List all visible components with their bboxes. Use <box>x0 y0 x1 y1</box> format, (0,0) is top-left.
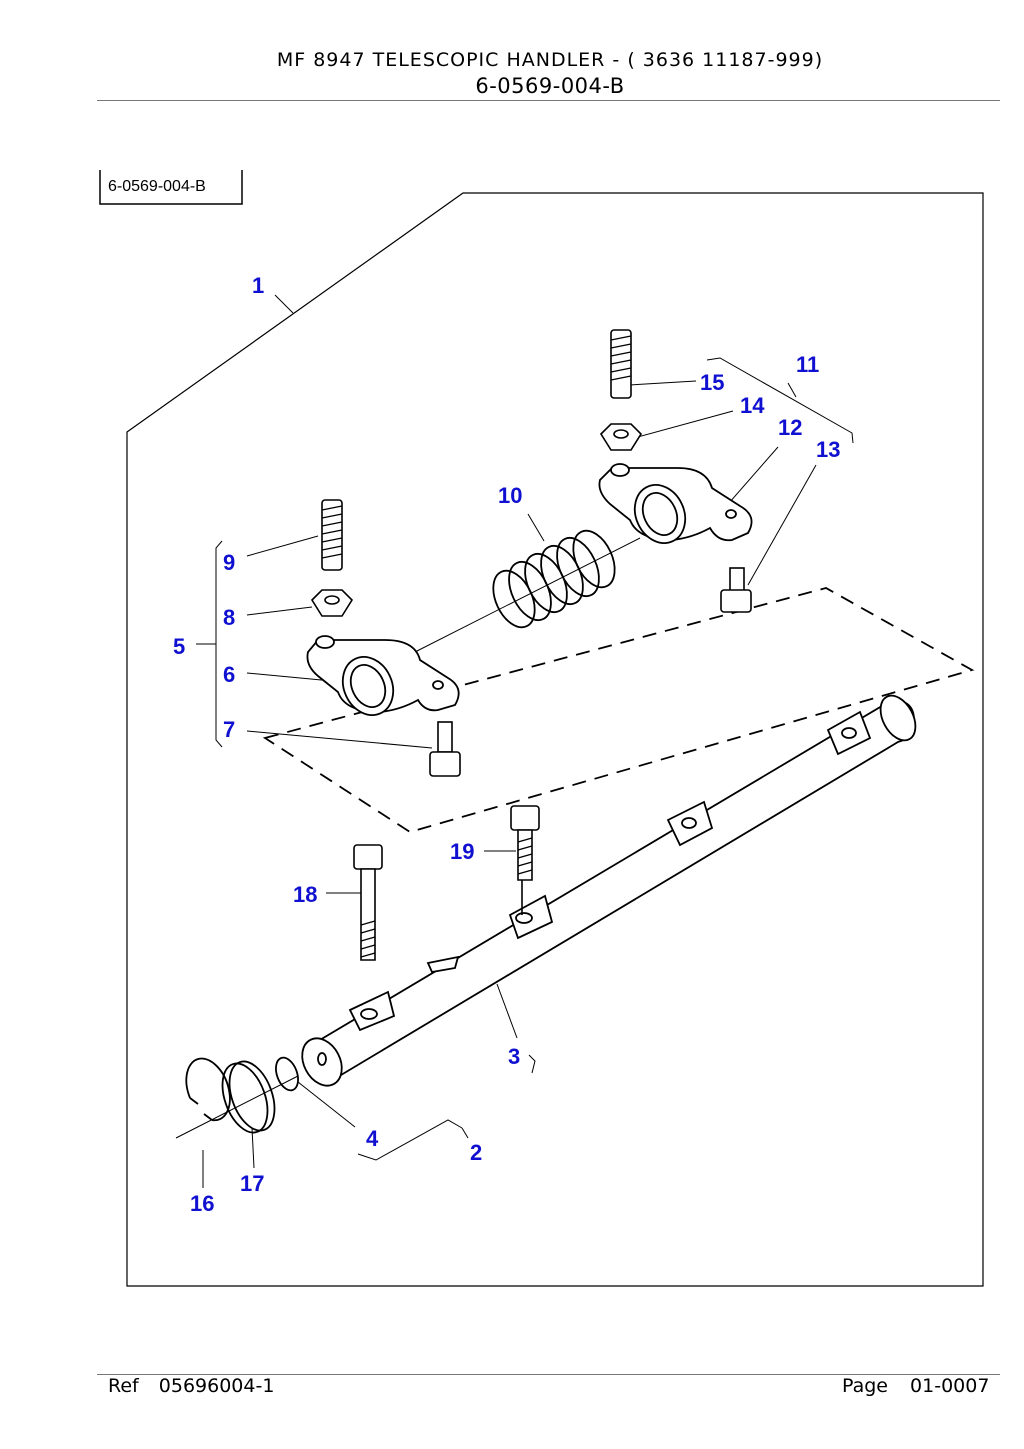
callout-4: 4 <box>366 1126 379 1151</box>
footer-page-value: 01-0007 <box>910 1375 990 1397</box>
sub-assembly-outline <box>262 587 975 833</box>
callout-6: 6 <box>223 662 235 687</box>
callout-10: 10 <box>498 483 522 508</box>
callout-13: 13 <box>816 437 840 462</box>
callout-3: 3 <box>508 1044 520 1069</box>
bolt-19 <box>510 805 540 915</box>
diagram-ref-box: 6-0569-004-B <box>99 170 243 205</box>
callout-1: 1 <box>252 273 264 298</box>
assembly-frame <box>126 192 984 1287</box>
document-title: MF 8947 TELESCOPIC HANDLER - ( 3636 1118… <box>276 49 824 71</box>
callout-16: 16 <box>190 1191 214 1216</box>
footer-ref-label: Ref <box>108 1375 139 1397</box>
assembly-axis <box>414 537 641 653</box>
callout-12: 12 <box>778 415 802 440</box>
rocker-arm-right <box>598 463 753 544</box>
callout-18: 18 <box>293 882 317 907</box>
callout-5: 5 <box>173 634 185 659</box>
callout-9: 9 <box>223 550 235 575</box>
callout-8: 8 <box>223 605 235 630</box>
callout-19: 19 <box>450 839 474 864</box>
bolt-18 <box>353 844 383 961</box>
callout-14: 14 <box>740 393 765 418</box>
diagram-ref-label: 6-0569-004-B <box>108 178 206 195</box>
spring <box>492 529 616 629</box>
nut-stud-left <box>310 499 354 617</box>
adjust-screw-left <box>429 721 461 777</box>
callout-17: 17 <box>240 1171 264 1196</box>
adjust-screw-right <box>720 567 752 613</box>
footer-ref: Ref 05696004-1 <box>108 1375 274 1397</box>
footer-page-label: Page <box>842 1375 888 1397</box>
footer-page: Page 01-0007 <box>842 1375 989 1397</box>
rocker-shaft <box>301 694 917 1087</box>
callout-15: 15 <box>700 370 724 395</box>
leader-lines <box>196 294 854 1188</box>
header-rule <box>97 100 1000 101</box>
callout-labels: 1 2 3 4 5 6 7 8 9 10 11 12 13 14 15 16 1… <box>173 273 840 1216</box>
nut-stud-right <box>599 329 643 451</box>
callout-2: 2 <box>470 1140 482 1165</box>
end-rings <box>175 1056 299 1139</box>
callout-11: 11 <box>796 352 819 377</box>
rocker-arm-left <box>306 635 460 716</box>
document-subtitle: 6-0569-004-B <box>475 74 625 98</box>
footer-ref-value: 05696004-1 <box>158 1375 275 1397</box>
callout-7: 7 <box>223 717 235 742</box>
footer-rule <box>97 1374 1000 1375</box>
